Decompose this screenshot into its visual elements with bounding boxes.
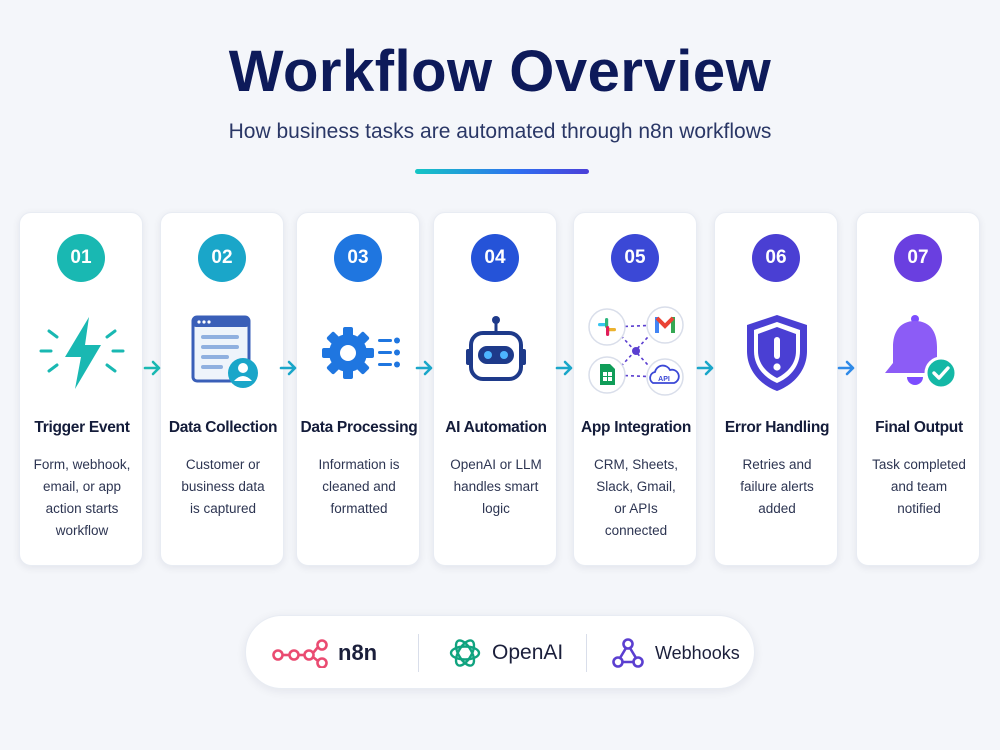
- step-title: AI Automation: [445, 419, 547, 436]
- lightning-icon: [20, 308, 144, 398]
- page-subtitle: How business tasks are automated through…: [228, 120, 772, 143]
- step-title: App Integration: [580, 419, 692, 436]
- robot-icon: [434, 308, 558, 398]
- gear-icon: [297, 308, 421, 398]
- step-card-error-handling: 06 Error Handling Retries and failure al…: [714, 212, 838, 566]
- step-card-app-integration: 05: [573, 212, 697, 566]
- step-description: CRM, Sheets, Slack, Gmail, or APIs conne…: [593, 457, 679, 538]
- step-number-badge: 02: [198, 234, 246, 282]
- openai-logo-icon: [449, 639, 481, 667]
- step-description: Form, webhook, email, or app action star…: [33, 457, 131, 538]
- arrow-right-icon: [143, 360, 161, 376]
- brand-openai: OpenAI: [448, 616, 563, 690]
- step-number-badge: 01: [57, 234, 105, 282]
- arrow-right-icon: [279, 360, 297, 376]
- step-number-badge: 05: [611, 234, 659, 282]
- step-title: Final Output: [875, 419, 963, 436]
- tools-brand-bar: n8n OpenAI Webhooks: [245, 615, 755, 689]
- gmail-logo-icon: [655, 316, 675, 333]
- arrow-right-icon: [837, 360, 855, 376]
- arrow-right-icon: [696, 360, 714, 376]
- brand-webhooks: Webhooks: [611, 616, 740, 690]
- step-title: Data Processing: [300, 419, 418, 436]
- step-description: Task completed and team notified: [872, 457, 966, 516]
- step-description: Information is cleaned and formatted: [318, 457, 400, 516]
- step-title: Error Handling: [724, 419, 830, 436]
- step-description: Retries and failure alerts added: [740, 457, 814, 516]
- form-user-icon: [161, 308, 285, 398]
- arrow-right-icon: [555, 360, 573, 376]
- api-label: API: [658, 376, 670, 383]
- step-card-final-output: 07 Final Output Task completed and team …: [856, 212, 980, 566]
- sheets-logo-icon: [600, 364, 615, 385]
- brand-divider: [418, 634, 419, 672]
- step-description: OpenAI or LLM handles smart logic: [450, 457, 542, 516]
- step-number-badge: 04: [471, 234, 519, 282]
- shield-alert-icon: [715, 308, 839, 398]
- brand-label-webhooks: Webhooks: [655, 642, 740, 663]
- page-title: Workflow Overview: [228, 39, 772, 104]
- step-title: Data Collection: [168, 419, 278, 436]
- step-card-trigger-event: 01 Trigger Event Form, webhook, email, o…: [19, 212, 143, 566]
- app-network-icon: API: [574, 301, 698, 401]
- step-card-data-processing: 03: [296, 212, 420, 566]
- step-title: Trigger Event: [34, 419, 130, 436]
- brand-divider: [586, 634, 587, 672]
- api-cloud-icon: API: [649, 364, 680, 384]
- brand-label-openai: OpenAI: [492, 641, 564, 664]
- step-number-badge: 06: [752, 234, 800, 282]
- step-card-ai-automation: 04 AI Automation OpenAI or LLM handles s…: [433, 212, 557, 566]
- accent-divider: [415, 169, 589, 174]
- step-number-badge: 03: [334, 234, 382, 282]
- arrow-right-icon: [415, 360, 433, 376]
- brand-label-n8n: n8n: [338, 640, 378, 665]
- bell-check-icon: [857, 308, 981, 398]
- slack-logo-icon: [598, 318, 616, 336]
- step-card-data-collection: 02 Data Collection Customer or business …: [160, 212, 284, 566]
- step-description: Customer or business data is captured: [181, 457, 265, 516]
- webhooks-logo-icon: [612, 638, 644, 668]
- step-number-badge: 07: [894, 234, 942, 282]
- n8n-logo-icon: [272, 639, 328, 668]
- brand-n8n: n8n: [272, 616, 377, 690]
